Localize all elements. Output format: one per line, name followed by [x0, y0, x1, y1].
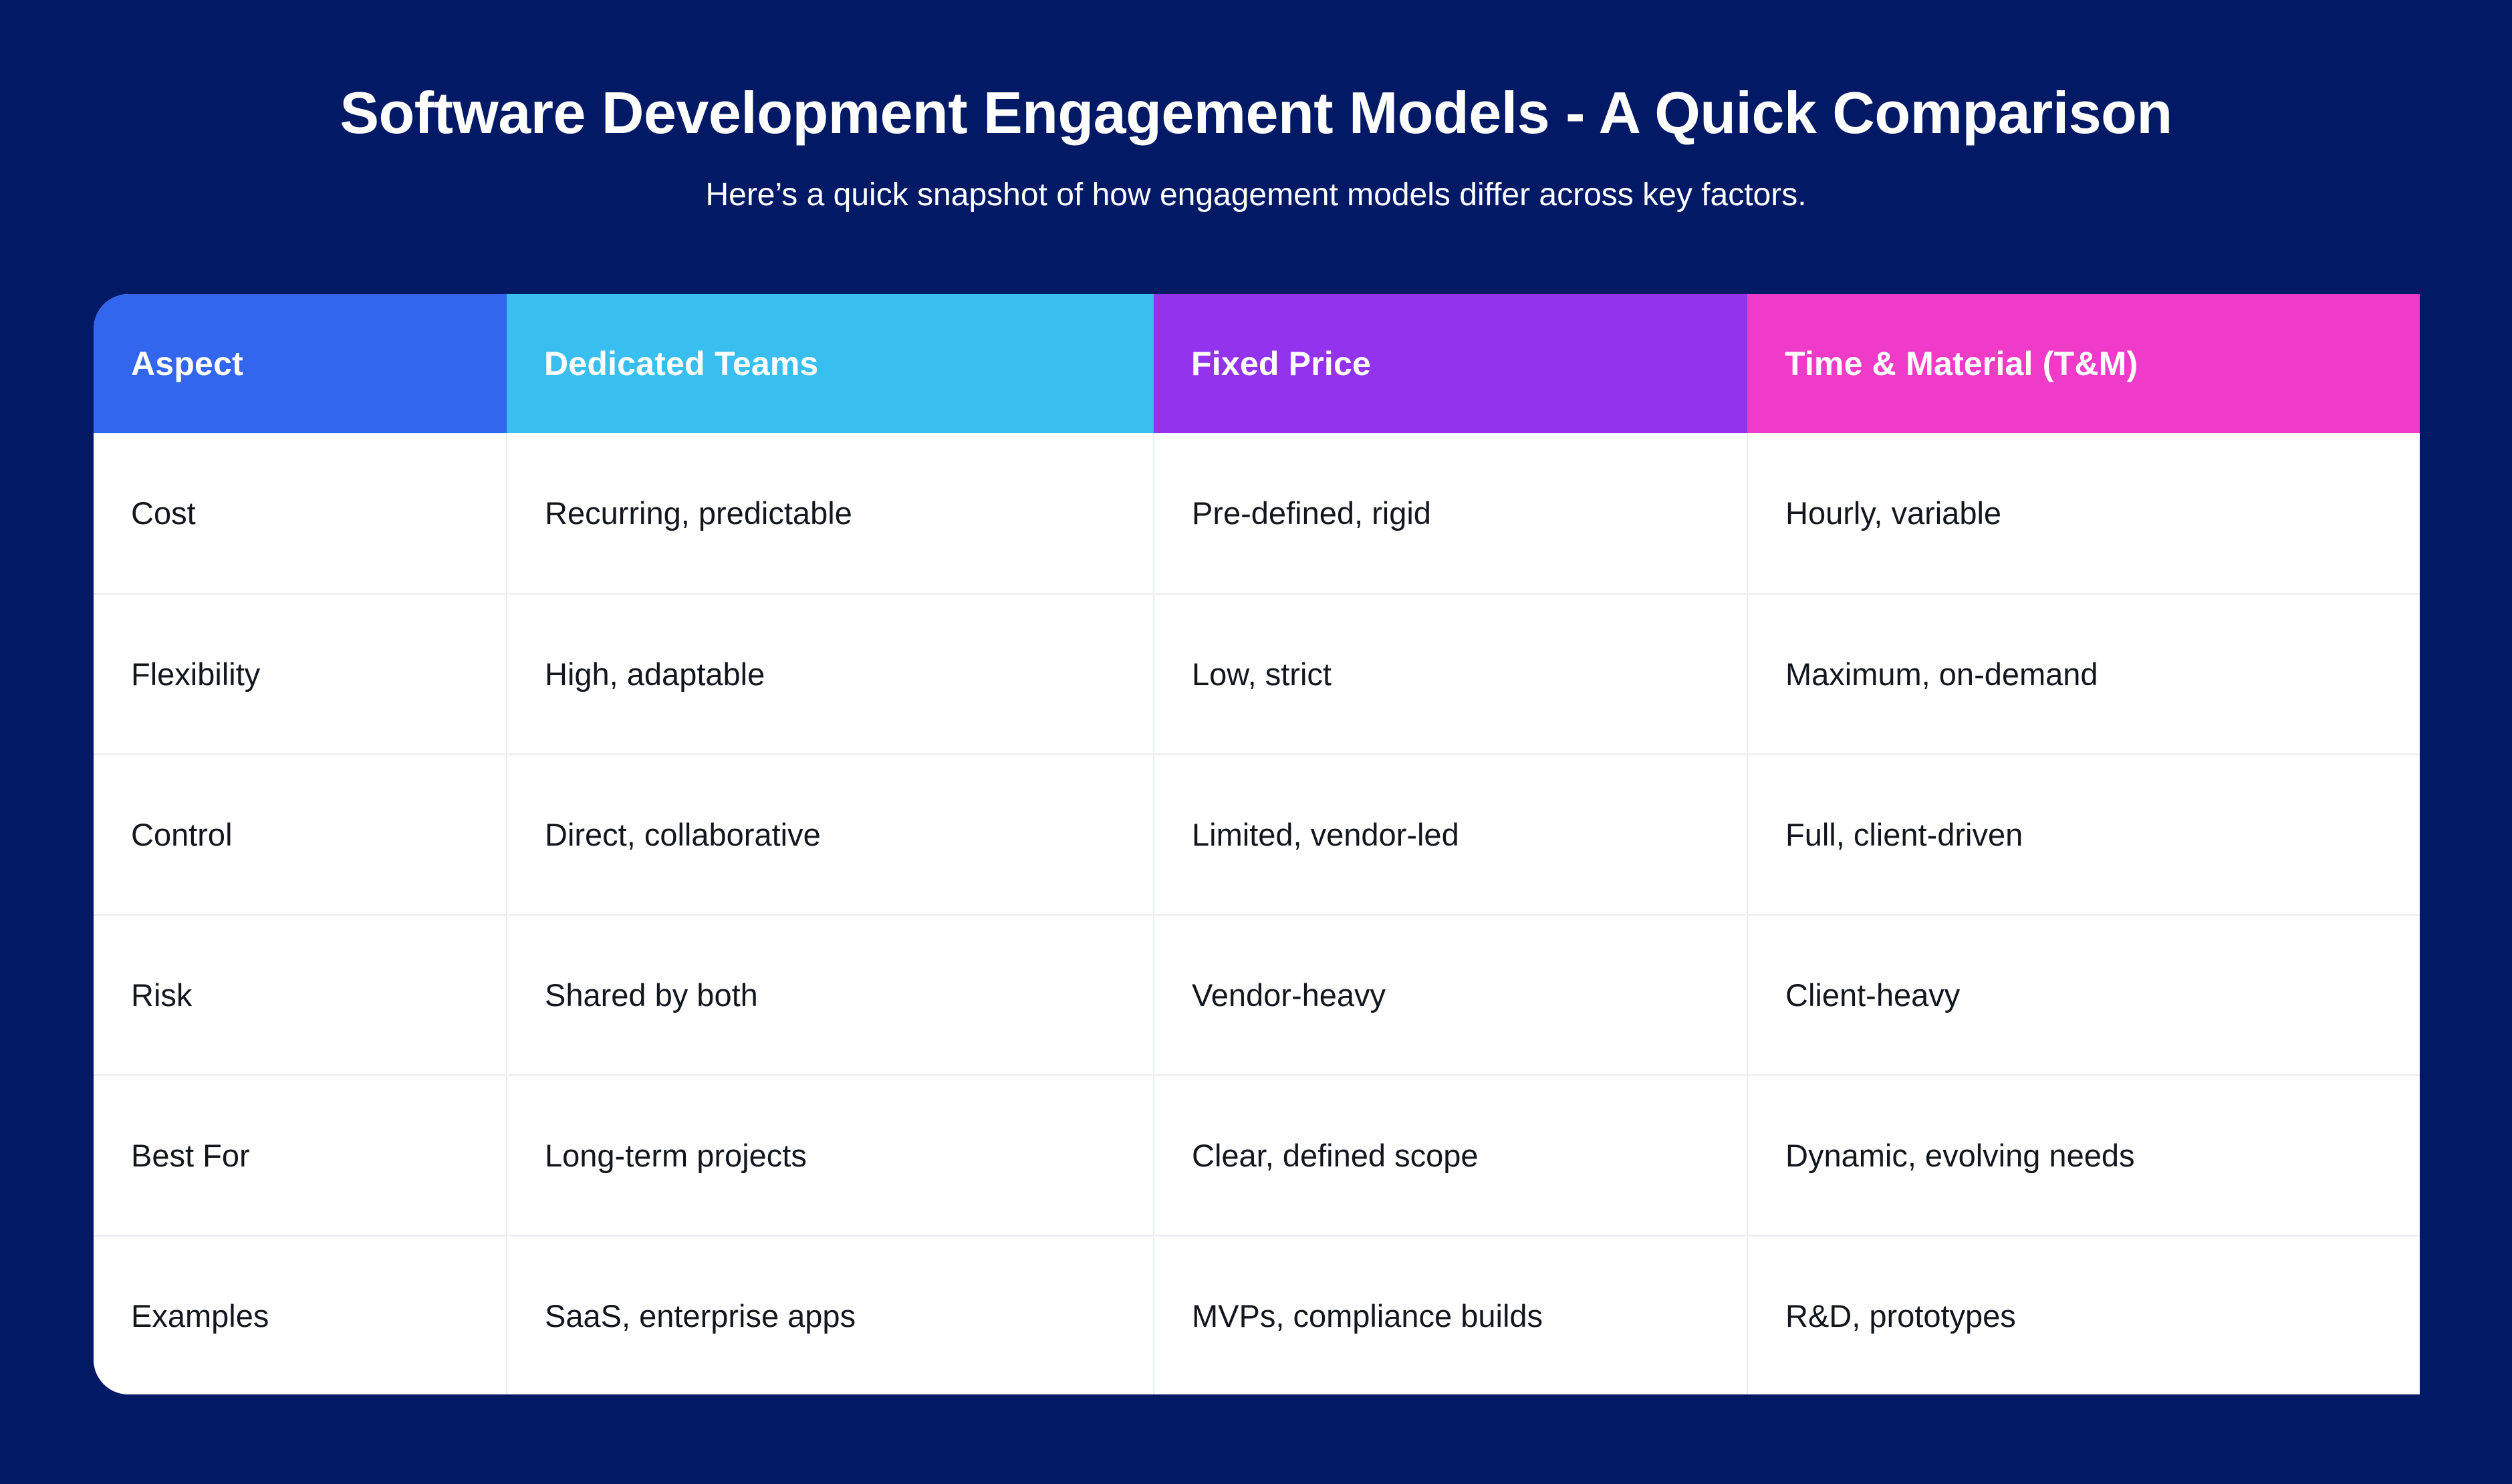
- cell-fixed-price: Vendor-heavy: [1154, 914, 1748, 1076]
- cell-time-material: Full, client-driven: [1747, 754, 2420, 916]
- cell-dedicated-teams: SaaS, enterprise apps: [507, 1235, 1154, 1394]
- cell-aspect: Control: [94, 754, 507, 916]
- cell-dedicated-teams: Direct, collaborative: [507, 754, 1154, 916]
- cell-aspect: Risk: [94, 914, 507, 1076]
- cell-time-material: Client-heavy: [1747, 914, 2420, 1076]
- table-row: Flexibility High, adaptable Low, strict …: [94, 594, 2420, 755]
- table-row: Best For Long-term projects Clear, defin…: [94, 1075, 2420, 1237]
- table-header: Aspect Dedicated Teams Fixed Price Time …: [94, 294, 2420, 433]
- cell-fixed-price: Low, strict: [1154, 594, 1748, 755]
- table-row: Risk Shared by both Vendor-heavy Client-…: [94, 914, 2420, 1076]
- cell-time-material: Hourly, variable: [1747, 433, 2420, 595]
- cell-dedicated-teams: Shared by both: [507, 914, 1154, 1076]
- cell-aspect: Cost: [94, 433, 507, 595]
- cell-dedicated-teams: High, adaptable: [507, 594, 1154, 755]
- header-block: Software Development Engagement Models -…: [0, 80, 2512, 216]
- cell-aspect: Flexibility: [94, 594, 507, 755]
- cell-fixed-price: MVPs, compliance builds: [1154, 1235, 1748, 1394]
- cell-dedicated-teams: Long-term projects: [507, 1075, 1154, 1237]
- cell-aspect: Best For: [94, 1075, 507, 1237]
- cell-time-material: Maximum, on-demand: [1747, 594, 2420, 755]
- comparison-table-card: Aspect Dedicated Teams Fixed Price Time …: [94, 294, 2420, 1394]
- page-title: Software Development Engagement Models -…: [340, 80, 2172, 146]
- table-row: Control Direct, collaborative Limited, v…: [94, 754, 2420, 916]
- table-body: Cost Recurring, predictable Pre-defined,…: [94, 433, 2420, 1394]
- table-row: Examples SaaS, enterprise apps MVPs, com…: [94, 1235, 2420, 1394]
- cell-aspect: Examples: [94, 1235, 507, 1394]
- column-header-aspect: Aspect: [94, 294, 507, 433]
- cell-time-material: R&D, prototypes: [1747, 1235, 2420, 1394]
- table-row: Cost Recurring, predictable Pre-defined,…: [94, 433, 2420, 595]
- cell-time-material: Dynamic, evolving needs: [1747, 1075, 2420, 1237]
- column-header-fixed-price: Fixed Price: [1154, 294, 1747, 433]
- page-subtitle: Here’s a quick snapshot of how engagemen…: [705, 176, 1807, 213]
- column-header-time-material: Time & Material (T&M): [1747, 294, 2420, 433]
- comparison-table: Aspect Dedicated Teams Fixed Price Time …: [94, 294, 2420, 1394]
- cell-fixed-price: Limited, vendor-led: [1154, 754, 1748, 916]
- cell-fixed-price: Clear, defined scope: [1154, 1075, 1748, 1237]
- table-header-row: Aspect Dedicated Teams Fixed Price Time …: [94, 294, 2420, 433]
- column-header-dedicated-teams: Dedicated Teams: [507, 294, 1154, 433]
- cell-fixed-price: Pre-defined, rigid: [1154, 433, 1748, 595]
- cell-dedicated-teams: Recurring, predictable: [507, 433, 1154, 595]
